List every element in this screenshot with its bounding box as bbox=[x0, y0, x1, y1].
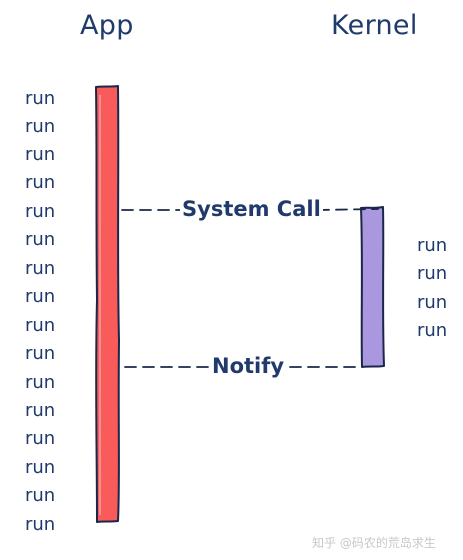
app-execution-bar bbox=[95, 85, 120, 523]
app-run-label: run bbox=[25, 485, 56, 506]
app-run-label: run bbox=[25, 201, 56, 222]
app-run-label: run bbox=[25, 172, 56, 193]
app-run-label: run bbox=[25, 116, 56, 137]
app-run-label: run bbox=[25, 514, 56, 535]
app-run-label: run bbox=[25, 372, 56, 393]
kernel-run-label: run bbox=[417, 235, 448, 256]
watermark: 知乎 @码农的荒岛求生 bbox=[312, 536, 436, 550]
app-run-label: run bbox=[25, 400, 56, 421]
app-run-label: run bbox=[25, 88, 56, 109]
notify-label: Notify bbox=[210, 354, 287, 378]
app-run-label: run bbox=[25, 428, 56, 449]
app-run-label: run bbox=[25, 258, 56, 279]
app-run-label: run bbox=[25, 144, 56, 165]
app-run-label: run bbox=[25, 457, 56, 478]
app-column-title: App bbox=[80, 10, 134, 41]
kernel-execution-bar bbox=[360, 206, 385, 368]
app-run-label: run bbox=[25, 315, 56, 336]
app-run-label: run bbox=[25, 343, 56, 364]
system-call-arrow-right bbox=[317, 208, 379, 211]
kernel-run-label: run bbox=[417, 292, 448, 313]
app-run-label: run bbox=[25, 229, 56, 250]
kernel-run-label: run bbox=[417, 263, 448, 284]
app-run-label: run bbox=[25, 286, 56, 307]
system-call-label: System Call bbox=[180, 197, 323, 221]
kernel-run-label: run bbox=[417, 320, 448, 341]
kernel-column-title: Kernel bbox=[331, 10, 418, 41]
